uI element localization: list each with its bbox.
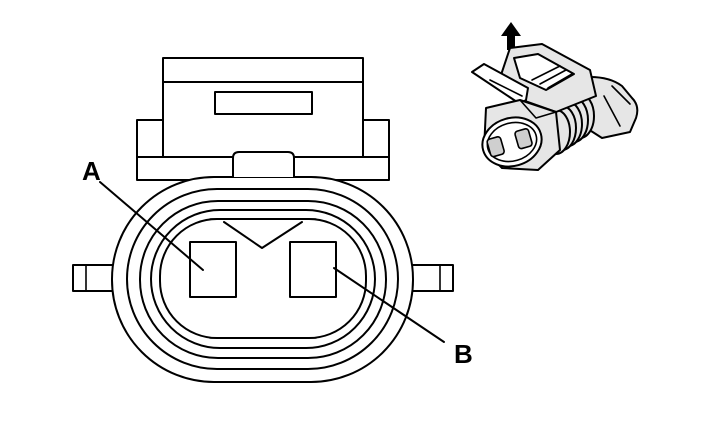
release-lever xyxy=(471,63,529,105)
connector-face-view xyxy=(72,57,454,383)
leader-line-a xyxy=(99,181,204,271)
outer-shell xyxy=(111,176,414,383)
callout-label-a: A xyxy=(82,156,101,186)
terminal-b xyxy=(289,241,337,298)
seal-ring-inner xyxy=(150,209,376,349)
iso-cavity-a xyxy=(486,136,505,158)
latch-tab xyxy=(232,151,295,177)
terminal-a xyxy=(189,241,237,298)
lock-window-slot xyxy=(214,91,313,115)
callout-a: A xyxy=(82,156,204,271)
seal-ring-outer xyxy=(126,188,399,370)
iso-cavity-b xyxy=(514,128,533,150)
seal-ring-middle xyxy=(139,200,387,359)
center-key xyxy=(223,221,303,249)
callout-b: B xyxy=(333,267,473,369)
arrow-up-icon xyxy=(501,22,521,50)
connector-isometric-view xyxy=(471,22,639,171)
callout-label-b: B xyxy=(454,339,473,369)
housing-shoulder xyxy=(136,57,390,181)
leader-line-b xyxy=(333,267,445,343)
